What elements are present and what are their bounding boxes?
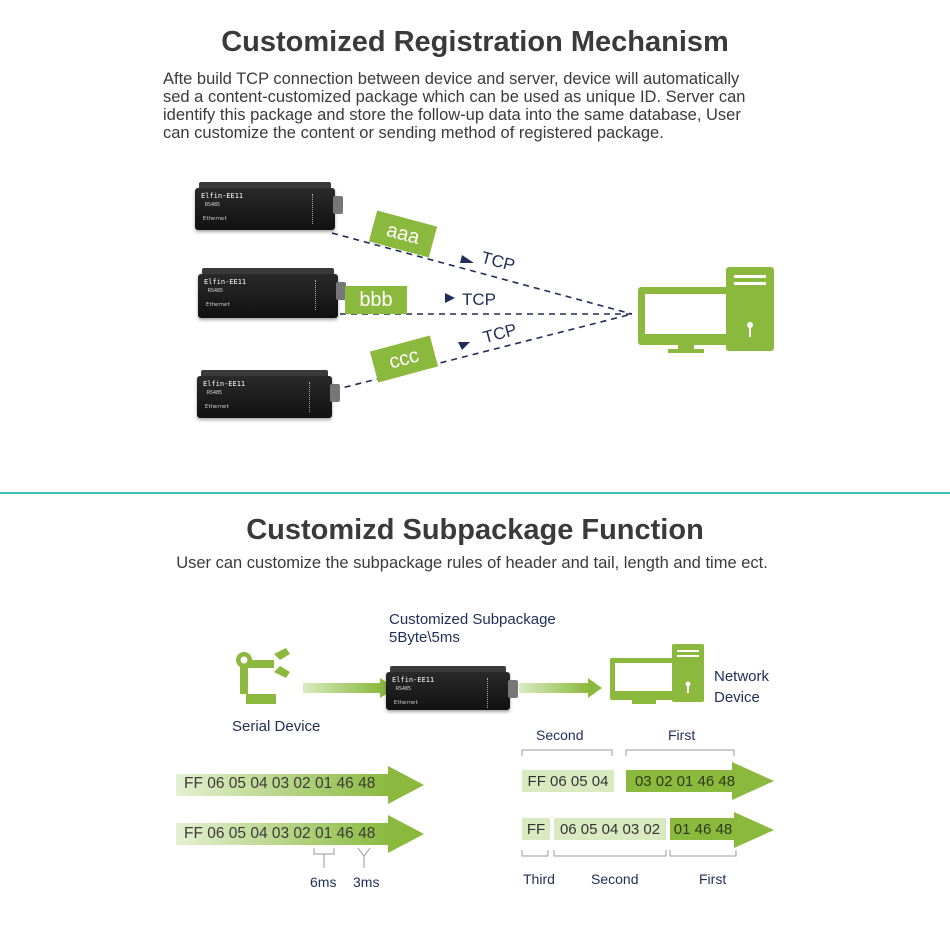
device-brand: Elfin-EE11 [201, 192, 244, 200]
output-row-2 [521, 812, 774, 857]
iot-device-3: Elfin-EE11 RS485 Ethernet [197, 370, 340, 418]
timing-3ms: 3ms [353, 874, 380, 890]
output-row-1 [521, 749, 774, 800]
input-stream-2: FF 06 05 04 03 02 01 46 48 [184, 825, 376, 842]
desc-line: Afte build TCP connection between device… [163, 70, 740, 88]
network-label-2: Device [714, 689, 760, 706]
device-eth: Ethernet [203, 216, 228, 222]
ethernet-port [508, 680, 518, 698]
out2-first-block: 01 46 48 [673, 820, 733, 838]
out2-first-label: First [699, 871, 727, 887]
out2-second-block: 06 05 04 03 02 [559, 820, 661, 838]
device-brand: Elfin-EE11 [392, 676, 435, 684]
network-label-1: Network [714, 668, 770, 685]
out1-second-block: FF 06 05 04 [527, 772, 609, 790]
iot-module: Elfin-EE11 RS485 Ethernet [386, 666, 518, 710]
network-device-icon [610, 644, 704, 704]
out2-third-block: FF [526, 820, 546, 838]
section1-description: Afte build TCP connection between device… [163, 70, 823, 142]
server-computer-icon [638, 267, 774, 353]
device-brand: Elfin-EE11 [203, 380, 246, 388]
iot-device-2: Elfin-EE11 RS485 Ethernet [198, 268, 346, 318]
iot-device-1: Elfin-EE11 RS485 Ethernet [195, 182, 343, 230]
desc-line: identify this package and store the foll… [163, 106, 741, 124]
serial-device-label: Serial Device [232, 718, 321, 735]
section1-title: Customized Registration Mechanism [221, 26, 729, 58]
device-brand: Elfin-EE11 [204, 278, 247, 286]
connection-lines [331, 232, 633, 391]
device-sub: RS485 [207, 390, 223, 396]
section-divider [0, 492, 950, 494]
arrow-module-to-network [519, 678, 602, 698]
tag-bbb: bbb [345, 286, 407, 314]
input-stream-1: FF 06 05 04 03 02 01 46 48 [184, 775, 376, 792]
ethernet-port [330, 384, 340, 402]
out1-second-label: Second [536, 727, 584, 743]
subpackage-title: Customized Subpackage [389, 611, 556, 628]
desc-line: can customize the content or sending met… [163, 124, 664, 142]
out1-first-label: First [668, 727, 696, 743]
desc-line: sed a content-customized package which c… [163, 88, 746, 106]
ethernet-port [333, 196, 343, 214]
arrow-serial-to-module [303, 678, 396, 698]
timing-brackets [313, 847, 371, 868]
ethernet-port [336, 282, 346, 300]
tcp-label-2: TCP [462, 290, 496, 309]
input-stream-arrows [176, 766, 424, 853]
out1-first-block: 03 02 01 46 48 [634, 772, 736, 790]
device-sub: RS485 [205, 202, 221, 208]
timing-6ms: 6ms [310, 874, 337, 890]
device-eth: Ethernet [206, 302, 231, 308]
out2-second-label: Second [591, 871, 639, 887]
robot-arm-icon [236, 648, 290, 704]
device-eth: Ethernet [205, 404, 230, 410]
device-eth: Ethernet [394, 700, 419, 706]
section2-description: User can customize the subpackage rules … [176, 554, 768, 572]
subpackage-rule: 5Byte\5ms [389, 629, 460, 646]
device-sub: RS485 [396, 686, 412, 692]
device-sub: RS485 [208, 288, 224, 294]
out2-third-label: Third [523, 871, 555, 887]
section2-title: Customizd Subpackage Function [246, 514, 704, 546]
